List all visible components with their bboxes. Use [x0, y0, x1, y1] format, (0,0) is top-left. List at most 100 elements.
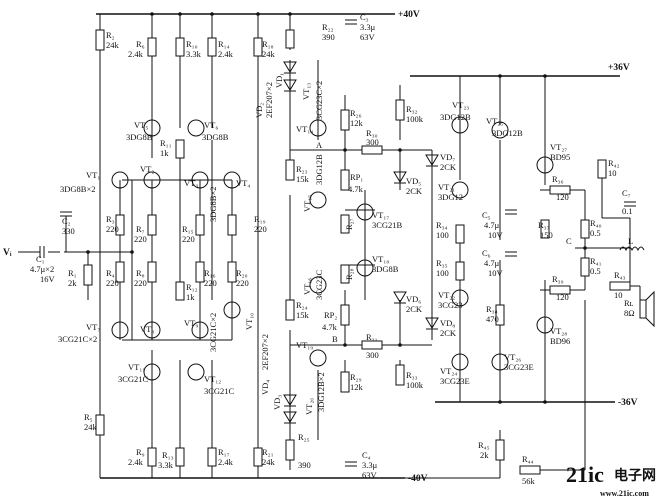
label: R₁₂	[186, 282, 198, 292]
label: R₂₅	[298, 432, 310, 442]
label: VT₂₅	[486, 116, 503, 126]
label: C₆	[482, 248, 491, 258]
label: R₃₁	[366, 332, 378, 342]
transistor-VT6	[187, 119, 205, 137]
label: 3CG23C×2	[314, 81, 324, 120]
label: 56k	[522, 476, 536, 486]
label: 4.7k	[348, 184, 364, 194]
label: VT₂₀	[304, 398, 314, 415]
label: 2CK	[440, 328, 457, 338]
label: 2.4k	[128, 457, 144, 467]
potentiometer-RP1	[340, 169, 350, 191]
label: 150	[540, 230, 553, 240]
resistor-R2	[95, 29, 105, 51]
label: 2EF207×2	[264, 82, 274, 118]
transistor-VT22	[451, 289, 469, 307]
label: C₇	[622, 188, 631, 198]
label: 10	[614, 290, 623, 300]
label: R₂₆	[350, 108, 362, 118]
resistor-R23	[285, 159, 295, 181]
resistor-R9	[147, 447, 157, 467]
label: C₁	[36, 254, 45, 264]
label: 100k	[406, 380, 424, 390]
label: 24k	[84, 422, 98, 432]
label: 3DG12B	[492, 128, 523, 138]
label: 63V	[360, 32, 376, 42]
label: 0.5	[590, 228, 601, 238]
diode-VD6	[393, 291, 407, 304]
label: 3CG23E	[440, 376, 470, 386]
watermark-brand: 21ic	[566, 462, 604, 487]
capacitor-C5	[505, 209, 517, 215]
label: R₂₇	[344, 218, 354, 230]
labels: +40V -40V +36V -36V Vᵢ R₂ 24k R₆ 2.4k R₁…	[3, 10, 638, 486]
transistor-VT16	[309, 276, 327, 294]
resistor-R42	[597, 159, 607, 179]
label: R₅	[84, 412, 93, 422]
transistor-VT10	[223, 301, 241, 319]
label: R₁₁	[160, 138, 172, 148]
label: VT₂₈	[550, 326, 567, 336]
label: VT₁₄	[296, 124, 313, 134]
transistor-VT8	[143, 321, 161, 339]
label: 2CK	[406, 186, 423, 196]
label: 220	[236, 278, 249, 288]
label: R₂	[106, 30, 115, 40]
label: VT₁₈	[372, 254, 389, 264]
label: VD₄	[260, 380, 270, 395]
rail-neg36: -36V	[618, 398, 638, 408]
label: 3.3k	[158, 460, 174, 470]
resistor-R11	[175, 139, 185, 159]
label: R₃₄	[436, 220, 448, 230]
label: VT₂₆	[504, 352, 521, 362]
resistor-R3	[115, 214, 125, 236]
label: 3DG12B	[440, 112, 471, 122]
zener-VD1-VD2	[283, 61, 297, 92]
transistor-VT18	[356, 259, 374, 277]
label: VD₁	[274, 73, 284, 88]
label: VT₉	[184, 318, 198, 328]
resistor-R37	[540, 219, 550, 239]
label: VT₂₃	[452, 100, 469, 110]
resistor-R29	[340, 371, 350, 393]
label: R₂₃	[296, 164, 308, 174]
label: VD₅	[406, 176, 421, 186]
resistor-R38	[495, 304, 505, 326]
label: 3DG8B	[202, 132, 229, 142]
label: 3.3μ	[360, 22, 376, 32]
resistor-R32	[395, 99, 405, 121]
component-symbols	[39, 12, 655, 475]
label: R₂₁	[262, 447, 274, 457]
rail-pos36: +36V	[608, 63, 630, 73]
label: 24k	[262, 49, 276, 59]
label: R₃	[106, 214, 115, 224]
resistor-R16	[195, 261, 205, 283]
label: R₃₇	[538, 220, 550, 230]
resistor-R39	[549, 285, 571, 295]
label: 3CG21C×2	[208, 313, 218, 352]
label: 220	[204, 278, 217, 288]
transistor-VT15	[309, 191, 327, 209]
potentiometer-RP2	[340, 304, 350, 326]
label: R₄	[106, 268, 115, 278]
label: R₁₈	[262, 39, 274, 49]
label: R₆	[136, 39, 145, 49]
label: 3CG23C	[314, 269, 324, 300]
label: 3DG12	[438, 192, 463, 202]
resistor-R20	[227, 261, 237, 283]
label: 3DG12B	[314, 154, 324, 185]
resistor-R43	[609, 281, 631, 291]
label: R₃₈	[486, 304, 498, 314]
label: R₂₀	[236, 268, 248, 278]
label: L	[628, 236, 633, 246]
label: 3CG21C	[204, 386, 235, 396]
label: 220	[182, 234, 195, 244]
resistor-R25	[285, 439, 295, 461]
label: 3DG8B×2	[60, 184, 96, 194]
label: 390	[322, 32, 335, 42]
node-A: A	[316, 140, 323, 150]
transistor-VT23	[451, 116, 469, 134]
capacitor-C1	[39, 246, 45, 258]
resistor-R1	[83, 264, 93, 286]
label: 3DG8B×2	[208, 187, 218, 223]
